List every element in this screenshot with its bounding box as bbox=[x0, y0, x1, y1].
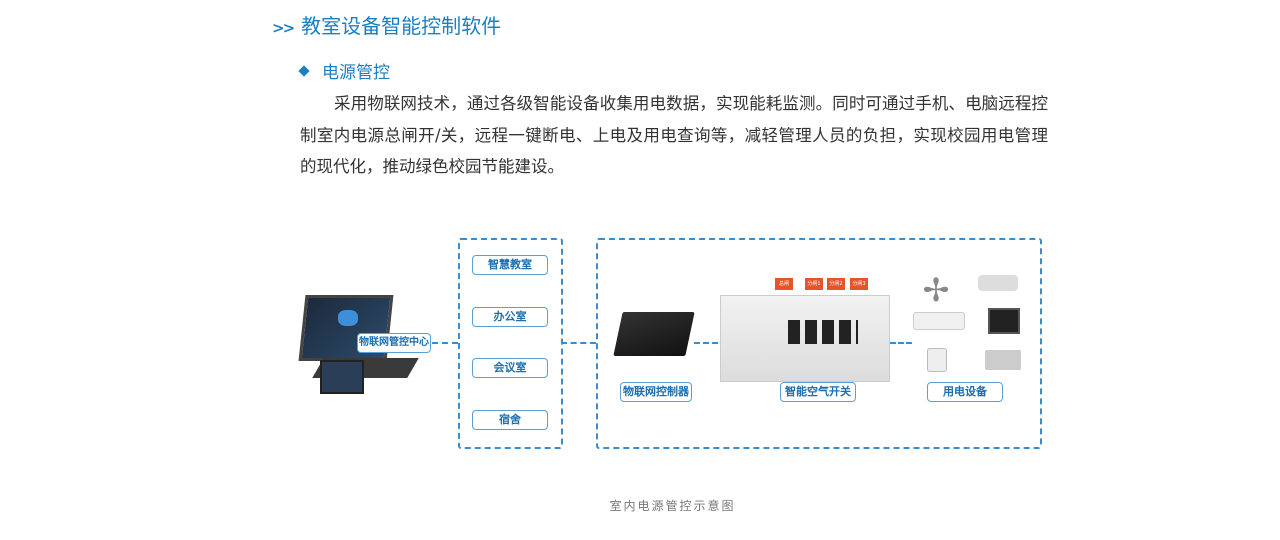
air-switch-label: 智能空气开关 bbox=[780, 382, 856, 402]
devices-label: 用电设备 bbox=[927, 382, 1003, 402]
tablet-image bbox=[320, 360, 364, 394]
section-title: >> 教室设备智能控制软件 bbox=[272, 10, 501, 39]
breaker-levers bbox=[788, 320, 858, 344]
socket-icon bbox=[927, 348, 947, 372]
room-label: 办公室 bbox=[472, 307, 548, 327]
diamond-bullet-icon bbox=[298, 65, 310, 77]
controller-label: 物联网控制器 bbox=[620, 382, 692, 402]
switch-tag: 分闸1 bbox=[805, 278, 823, 290]
room-label: 会议室 bbox=[472, 358, 548, 378]
projector-icon bbox=[978, 275, 1018, 291]
computer-icon bbox=[988, 308, 1020, 334]
switch-tag: 总闸 bbox=[775, 278, 793, 290]
subsection-text: 电源管控 bbox=[322, 63, 390, 83]
body-paragraph: 采用物联网技术，通过各级智能设备收集用电数据，实现能耗监测。同时可通过手机、电脑… bbox=[300, 94, 1048, 176]
figure-caption: 室内电源管控示意图 bbox=[609, 499, 736, 513]
equipment-box bbox=[596, 238, 1042, 449]
device-box-icon bbox=[985, 350, 1021, 370]
subsection-heading: 电源管控 bbox=[298, 58, 390, 83]
section-title-text: 教室设备智能控制软件 bbox=[301, 14, 502, 38]
chevrons-icon: >> bbox=[272, 19, 295, 37]
room-label: 宿舍 bbox=[472, 410, 548, 430]
switch-tag: 分闸2 bbox=[827, 278, 845, 290]
controller-image bbox=[613, 312, 695, 356]
map-glow bbox=[338, 310, 358, 326]
air-conditioner-icon bbox=[913, 312, 965, 330]
iot-center-label: 物联网管控中心 bbox=[357, 333, 431, 353]
switch-tag: 分闸3 bbox=[850, 278, 868, 290]
room-label: 智慧教室 bbox=[472, 255, 548, 275]
fan-icon: ✢ bbox=[922, 271, 950, 309]
